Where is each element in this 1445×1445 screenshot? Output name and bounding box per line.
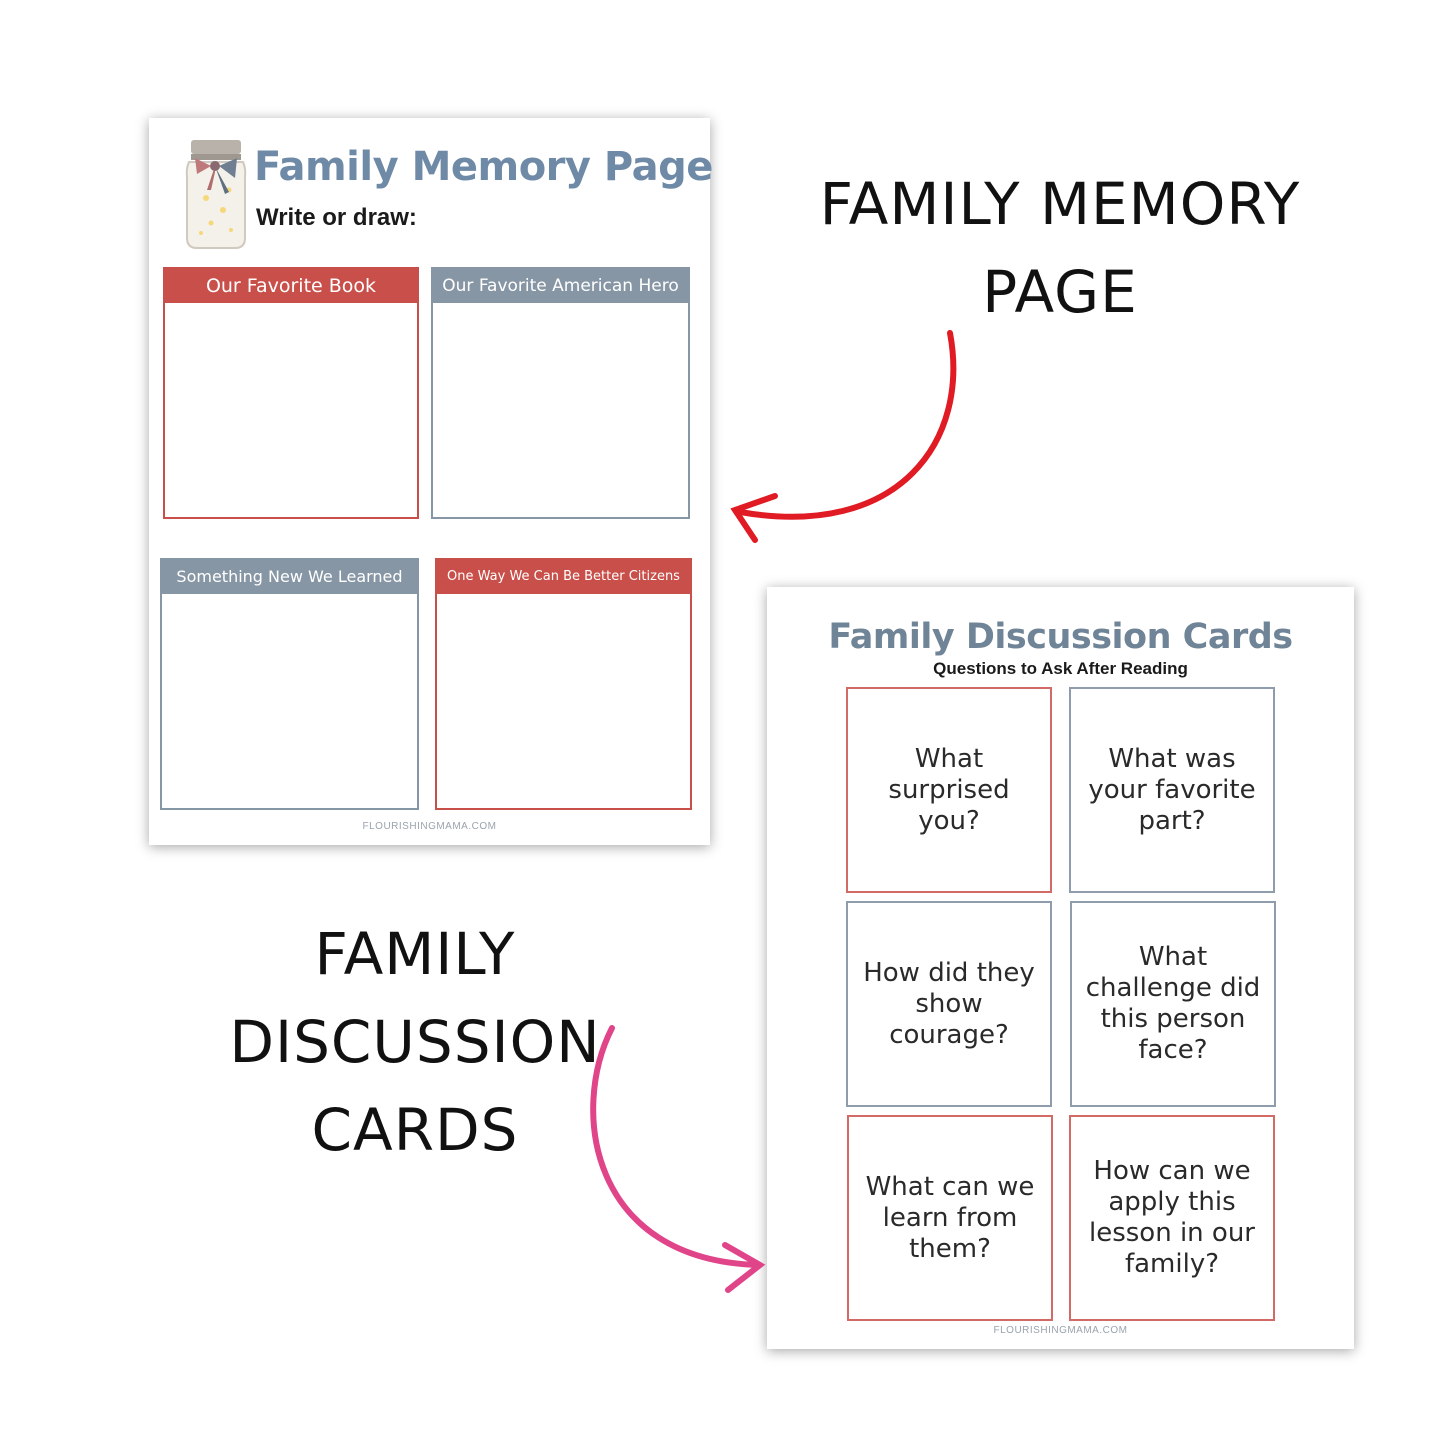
memory-box-new-learned: Something New We Learned — [160, 558, 419, 810]
discussion-cards-label: FAMILY DISCUSSION CARDS — [229, 920, 601, 1164]
memory-box-header: Our Favorite American Hero — [433, 269, 688, 303]
memory-page-footer: FLOURISHINGMAMA.COM — [362, 821, 497, 832]
discussion-card: What can we learn from them? — [847, 1115, 1053, 1321]
memory-box-favorite-book: Our Favorite Book — [163, 267, 419, 519]
red-curved-arrow-icon — [730, 330, 957, 543]
mason-jar-icon — [185, 140, 247, 249]
discussion-card: What challenge did this person face? — [1070, 901, 1276, 1107]
discussion-card: How did they show courage? — [846, 901, 1052, 1107]
discussion-card: What was your favorite part? — [1069, 687, 1275, 893]
memory-page-title: Family Memory Page — [254, 144, 713, 190]
discussion-page-footer: FLOURISHINGMAMA.COM — [993, 1325, 1128, 1336]
discussion-page-subtitle: Questions to Ask After Reading — [933, 659, 1188, 678]
memory-page-subtitle: Write or draw: — [256, 204, 417, 231]
discussion-page-title: Family Discussion Cards — [828, 617, 1293, 657]
memory-box-header: Our Favorite Book — [165, 269, 417, 303]
memory-box-favorite-hero: Our Favorite American Hero — [431, 267, 690, 519]
memory-page-label: FAMILY MEMORY PAGE — [819, 170, 1301, 326]
discussion-card: What surprised you? — [846, 687, 1052, 893]
memory-box-header: One Way We Can Be Better Citizens — [437, 560, 690, 594]
memory-box-better-citizens: One Way We Can Be Better Citizens — [435, 558, 692, 810]
pink-curved-arrow-icon — [590, 1025, 766, 1293]
memory-page-preview: Family Memory Page Write or draw: Our Fa… — [149, 118, 713, 845]
memory-box-header: Something New We Learned — [162, 560, 417, 594]
discussion-card: How can we apply this lesson in our fami… — [1069, 1115, 1275, 1321]
discussion-cards-preview: Family Discussion Cards Questions to Ask… — [767, 587, 1354, 1349]
